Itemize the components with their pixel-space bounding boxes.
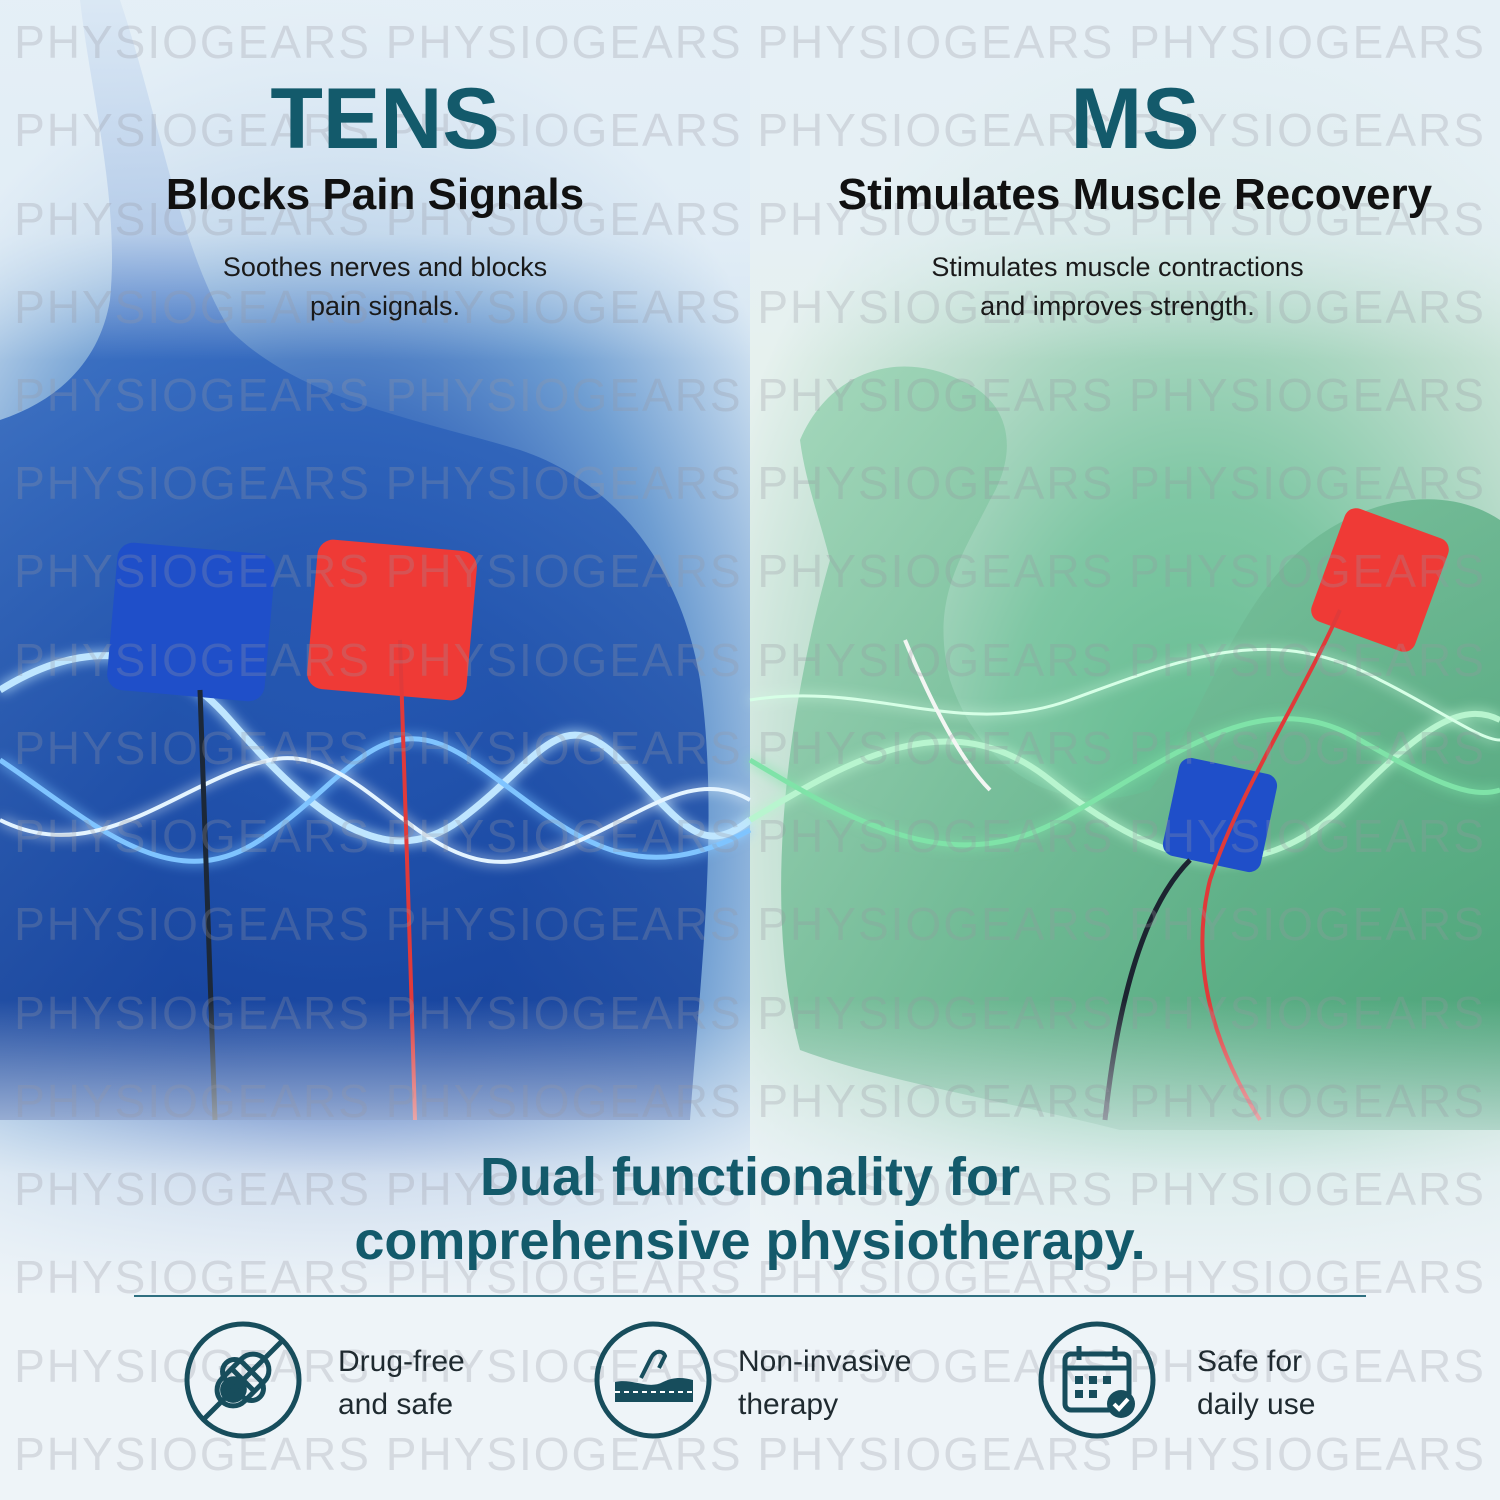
ms-wave-lines (748, 647, 1500, 863)
tens-description-line: Soothes nerves and blocks (222, 252, 548, 282)
headline: Dual functionality for comprehensive phy… (150, 1145, 1350, 1273)
ms-description-line: Stimulates muscle contractions (931, 252, 1304, 282)
feature-label-line: and safe (338, 1388, 454, 1421)
feature-label-line: therapy (738, 1388, 839, 1421)
feature-label: Drug-free and safe (338, 1340, 465, 1426)
calendar-check-icon (1038, 1321, 1156, 1439)
divider (134, 1295, 1366, 1297)
bottom-fade-overlay (0, 1000, 1500, 1500)
skin-layer-icon (594, 1321, 712, 1439)
feature-drug-free: Drug-free and safe (183, 1320, 513, 1445)
tens-subtitle: Blocks Pain Signals (165, 170, 585, 219)
ms-electrodes (903, 508, 1449, 1122)
tens-description: Soothes nerves and blocks pain signals. (140, 248, 630, 326)
headline-line: comprehensive physiotherapy. (354, 1211, 1146, 1271)
tens-title: TENS (270, 71, 500, 167)
feature-label: Non-invasive therapy (738, 1340, 911, 1426)
headline-line: Dual functionality for (480, 1147, 1020, 1207)
ms-description-line: and improves strength. (980, 291, 1255, 321)
feature-label-line: Drug-free (338, 1345, 465, 1378)
top-fade-overlay (0, 0, 1500, 360)
feature-label-line: Non-invasive (738, 1345, 912, 1378)
feature-label-line: daily use (1197, 1388, 1316, 1421)
arm-silhouette (781, 366, 1500, 1130)
feature-label: Safe for daily use (1197, 1340, 1315, 1426)
tens-description-line: pain signals. (309, 291, 461, 321)
ms-subtitle: Stimulates Muscle Recovery (837, 170, 1433, 219)
tens-electrodes (107, 539, 477, 1121)
no-pill-icon (184, 1321, 302, 1439)
ms-title: MS (1070, 71, 1200, 167)
feature-label-line: Safe for (1197, 1345, 1303, 1378)
feature-daily-use: Safe for daily use (1037, 1320, 1357, 1445)
feature-non-invasive: Non-invasive therapy (593, 1320, 953, 1445)
ms-description: Stimulates muscle contractions and impro… (850, 248, 1385, 326)
